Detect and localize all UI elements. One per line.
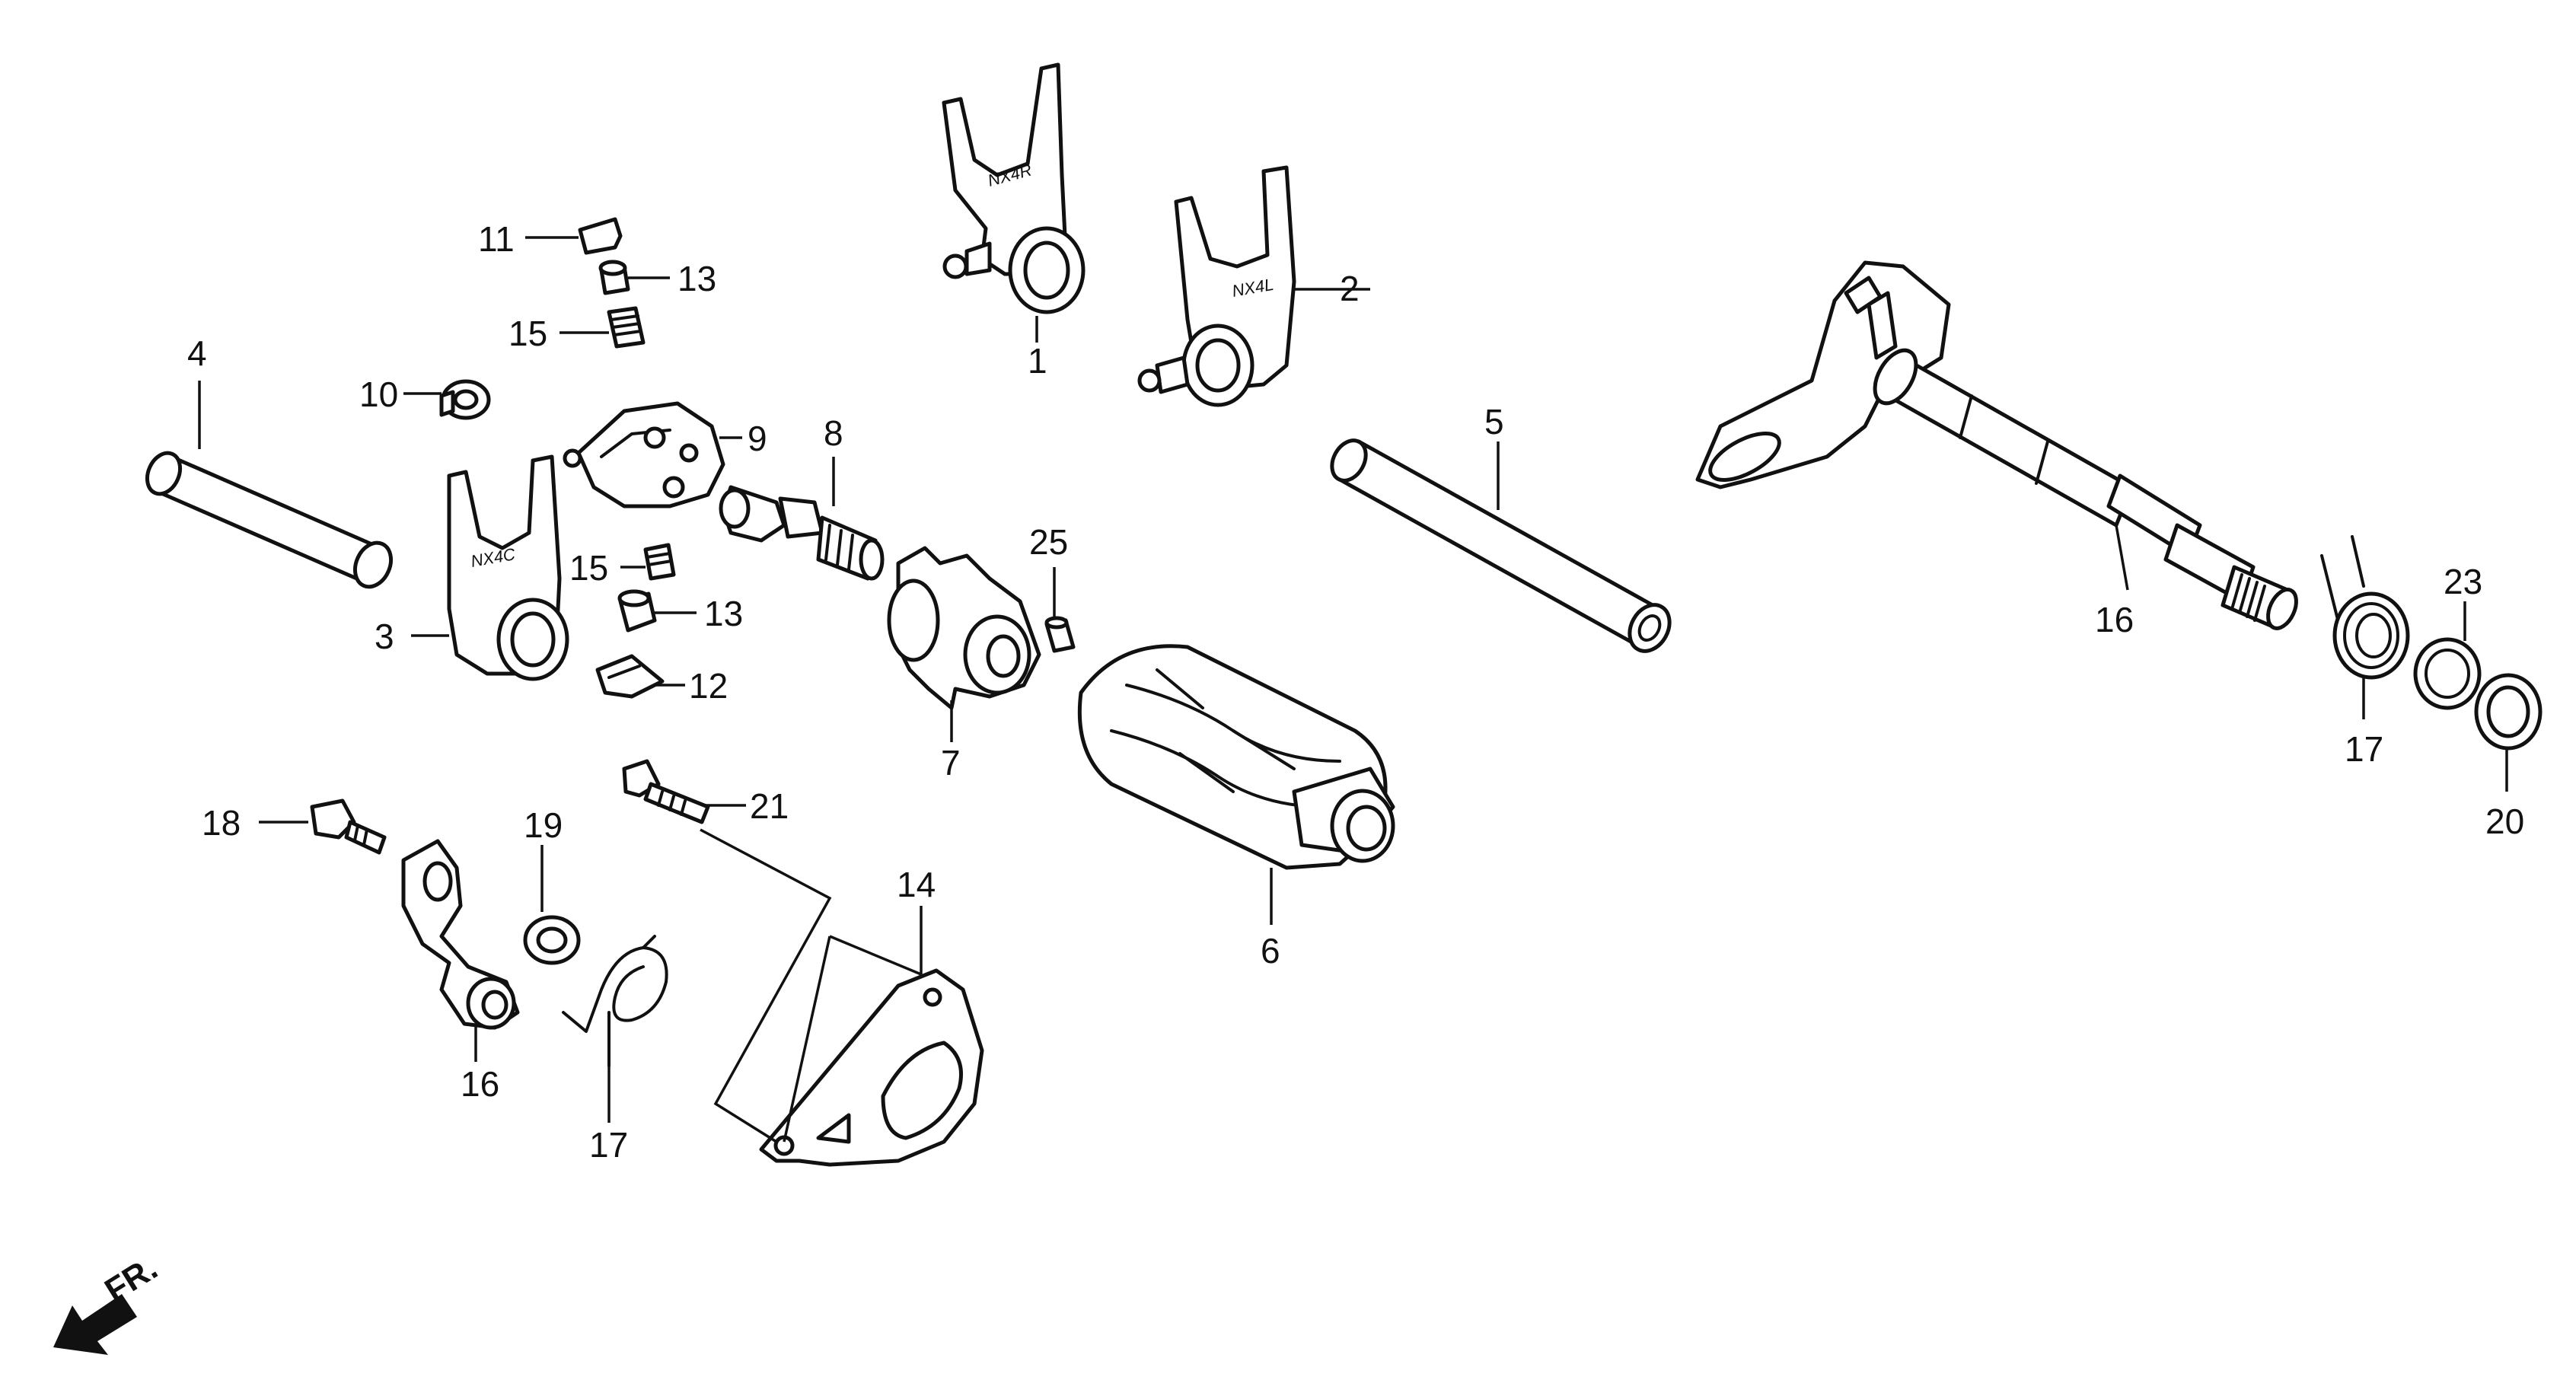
callout-7: 7	[941, 700, 961, 783]
plunger-13-top	[598, 260, 630, 295]
callout-label: 2	[1340, 269, 1360, 308]
callout-22: 20	[2485, 750, 2524, 841]
stopper-plate-9	[563, 401, 725, 508]
callout-label: 19	[524, 805, 563, 845]
callout-label-22: 20	[2485, 802, 2524, 841]
callout-24: 22 23	[2444, 562, 2482, 641]
callout-18: 16 16	[2095, 524, 2134, 639]
callout-19: 17 17	[2345, 677, 2383, 769]
callout-label: 1	[1028, 341, 1047, 381]
collar-10	[439, 379, 491, 420]
callout-13-top: 13	[628, 259, 716, 298]
callout-8: 8	[824, 413, 843, 506]
callout-5: 5	[1484, 402, 1504, 510]
shift-fork-1: NX4R	[942, 62, 1086, 314]
callout-label: 12	[689, 666, 728, 706]
callout-label-18: 16	[2095, 600, 2134, 639]
callout-label: 13	[704, 594, 743, 633]
callout-3: 3	[375, 617, 449, 656]
callout-label: 7	[941, 743, 961, 783]
gearshift-spindle-18	[1695, 260, 2298, 630]
callout-2: 2	[1294, 269, 1370, 308]
callout-21: 19	[524, 805, 563, 912]
callout-label: 8	[824, 413, 843, 453]
callout-label: 4	[187, 333, 207, 373]
dowel-pin-25	[1044, 616, 1076, 653]
callout-9: 9	[719, 419, 767, 458]
front-direction-indicator: FR.	[53, 1249, 164, 1355]
plunger-13-mid	[617, 589, 657, 633]
callout-label-24: 23	[2444, 562, 2482, 601]
fork-shaft-4	[145, 451, 394, 589]
return-spring-17	[562, 935, 668, 1067]
cap-12	[595, 654, 665, 699]
callout-13-mid: 13	[655, 594, 743, 633]
callout-10: 10	[359, 375, 442, 414]
callout-label: 3	[375, 617, 394, 656]
washer-21	[523, 915, 581, 965]
fork-shaft-5	[1330, 438, 1672, 653]
callout-label: 6	[1261, 931, 1280, 971]
callout-label: 16	[461, 1064, 499, 1104]
bolt-20	[310, 798, 387, 855]
callout-4: 4	[187, 333, 207, 449]
washer-22	[2474, 673, 2543, 751]
guide-plate-14	[759, 968, 984, 1167]
spring-15-top	[607, 306, 646, 349]
shift-fork-2: NX4L	[1137, 165, 1296, 407]
callout-label-14: 14	[897, 865, 936, 904]
callout-17: 17	[589, 1066, 628, 1165]
drum-center-7	[887, 546, 1041, 710]
bolt-23	[622, 759, 710, 824]
callout-label: 18	[202, 803, 241, 843]
callout-14: 13 14	[700, 828, 936, 1143]
callout-16: 16	[461, 1024, 499, 1104]
callout-label: 9	[748, 419, 767, 458]
spring-15-mid	[643, 543, 676, 581]
direction-label: FR.	[98, 1249, 164, 1309]
callout-20: 18	[202, 803, 308, 843]
callout-label: 25	[1029, 522, 1068, 562]
callout-25: 25	[1029, 522, 1068, 618]
drum-bolt-8	[719, 485, 885, 581]
callout-label: 21	[750, 786, 789, 826]
return-spring-19	[2320, 535, 2410, 680]
callout-label: 17	[589, 1125, 628, 1165]
shift-drum-6	[1077, 644, 1395, 870]
callout-15-top: 15	[509, 314, 609, 353]
callout-label-19: 17	[2345, 729, 2383, 769]
callout-label: 11	[478, 219, 515, 259]
callout-15-mid: 15	[569, 548, 646, 588]
callout-label: 10	[359, 375, 398, 414]
callout-12: 12	[655, 666, 728, 706]
cap-11	[578, 217, 623, 255]
shift-fork-3: NX4C	[447, 454, 569, 681]
callout-label: 15	[509, 314, 547, 353]
callout-label: 15	[569, 548, 608, 588]
stopper-arm-16	[401, 839, 520, 1030]
callout-label: 13	[677, 259, 716, 298]
callout-6: 6	[1261, 868, 1280, 971]
circlip-24	[2413, 637, 2482, 710]
callout-23: 21	[704, 786, 789, 826]
callout-11: 11	[478, 219, 579, 259]
callout-label: 5	[1484, 402, 1504, 441]
callout-1: 1	[1028, 316, 1047, 381]
